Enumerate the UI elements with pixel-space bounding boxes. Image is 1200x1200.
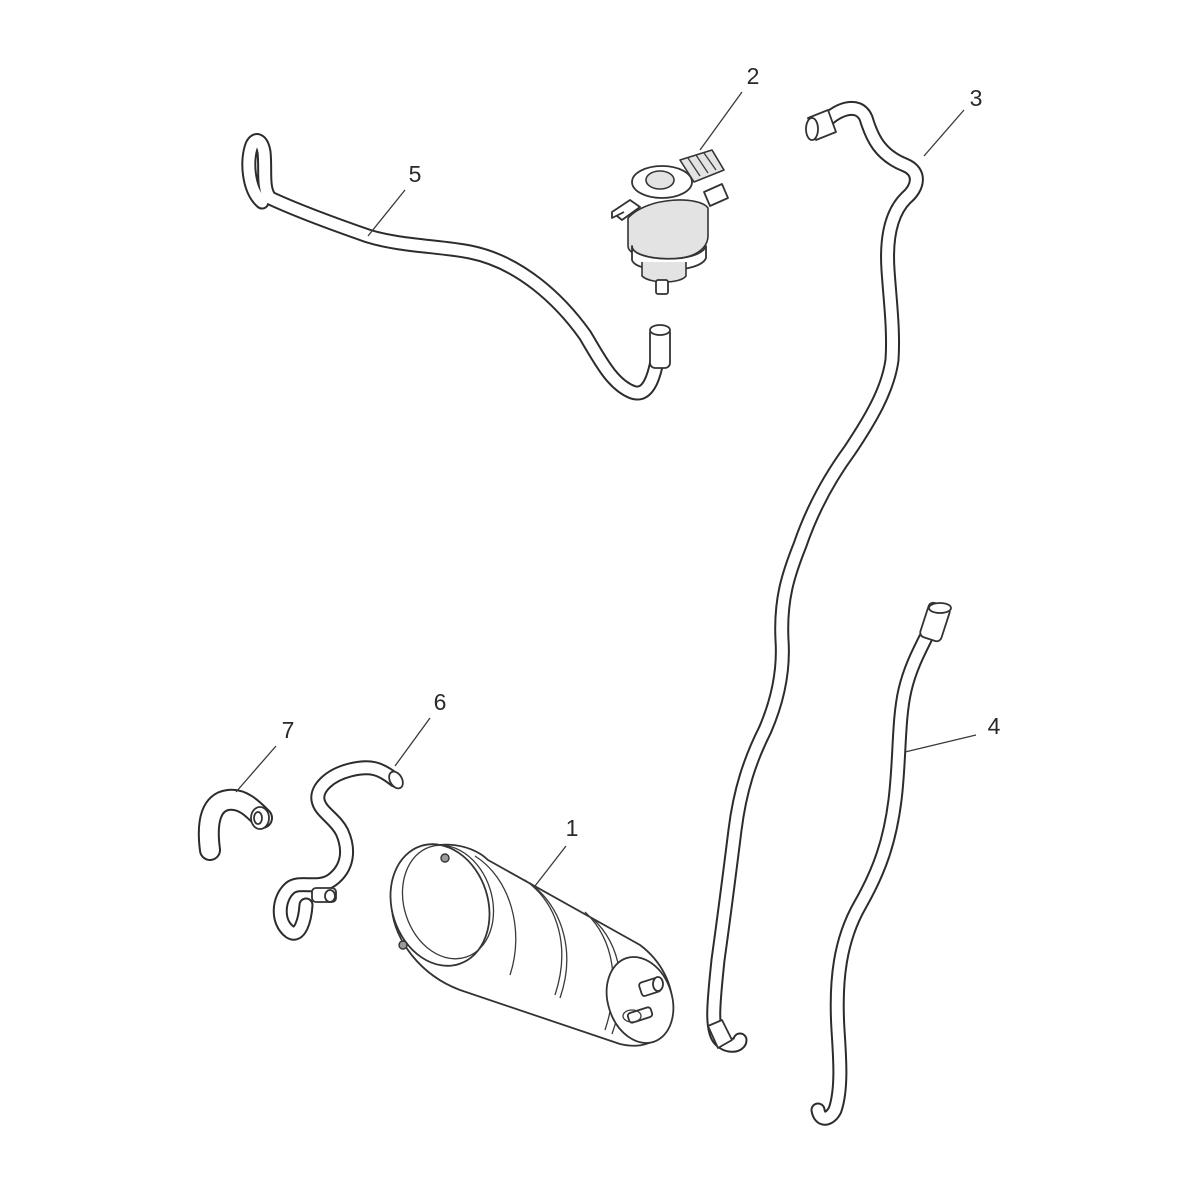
part-3-bottom-fitting	[707, 1019, 733, 1049]
part-2-purge-valve[interactable]	[611, 149, 729, 295]
leader-4	[904, 734, 977, 753]
part-7-elbow[interactable]	[197, 788, 273, 861]
part-1-clip-top	[440, 853, 450, 863]
part-2-connector	[679, 149, 725, 183]
part-1-port-b	[626, 1006, 654, 1024]
part-4-top-opening	[928, 602, 952, 614]
leader-1	[534, 845, 567, 887]
leader-2	[699, 91, 743, 151]
part-1-port-a-opening	[652, 976, 664, 992]
part-7-end-bore	[253, 811, 263, 825]
part-3-hose[interactable]	[706, 100, 924, 1053]
part-5-hose[interactable]	[241, 133, 671, 401]
part-2-lower-body	[641, 262, 687, 283]
callout-7: 7	[282, 717, 295, 743]
part-3-top-opening	[805, 117, 819, 141]
part-2-cap-boss	[645, 170, 675, 190]
leader-7	[235, 745, 277, 793]
callout-6: 6	[434, 689, 447, 715]
leader-5	[367, 189, 406, 237]
part-6-fitting-opening	[324, 889, 336, 903]
part-5-end-opening	[649, 324, 671, 336]
callout-5: 5	[409, 161, 422, 187]
part-6-hose[interactable]	[272, 760, 405, 941]
callout-4: 4	[988, 713, 1001, 739]
part-2-inlet-port	[703, 183, 729, 207]
leader-6	[394, 717, 431, 767]
callout-2: 2	[747, 63, 760, 89]
part-1-canister[interactable]	[375, 831, 684, 1052]
callout-3: 3	[970, 85, 983, 111]
callout-1: 1	[566, 815, 579, 841]
part-4-hose[interactable]	[810, 601, 952, 1126]
part-2-outlet-port	[655, 279, 669, 295]
part-2-body	[627, 199, 709, 261]
part-6-top-end	[388, 770, 404, 790]
part-1-clip-bottom	[398, 940, 408, 950]
leader-3	[923, 109, 965, 157]
